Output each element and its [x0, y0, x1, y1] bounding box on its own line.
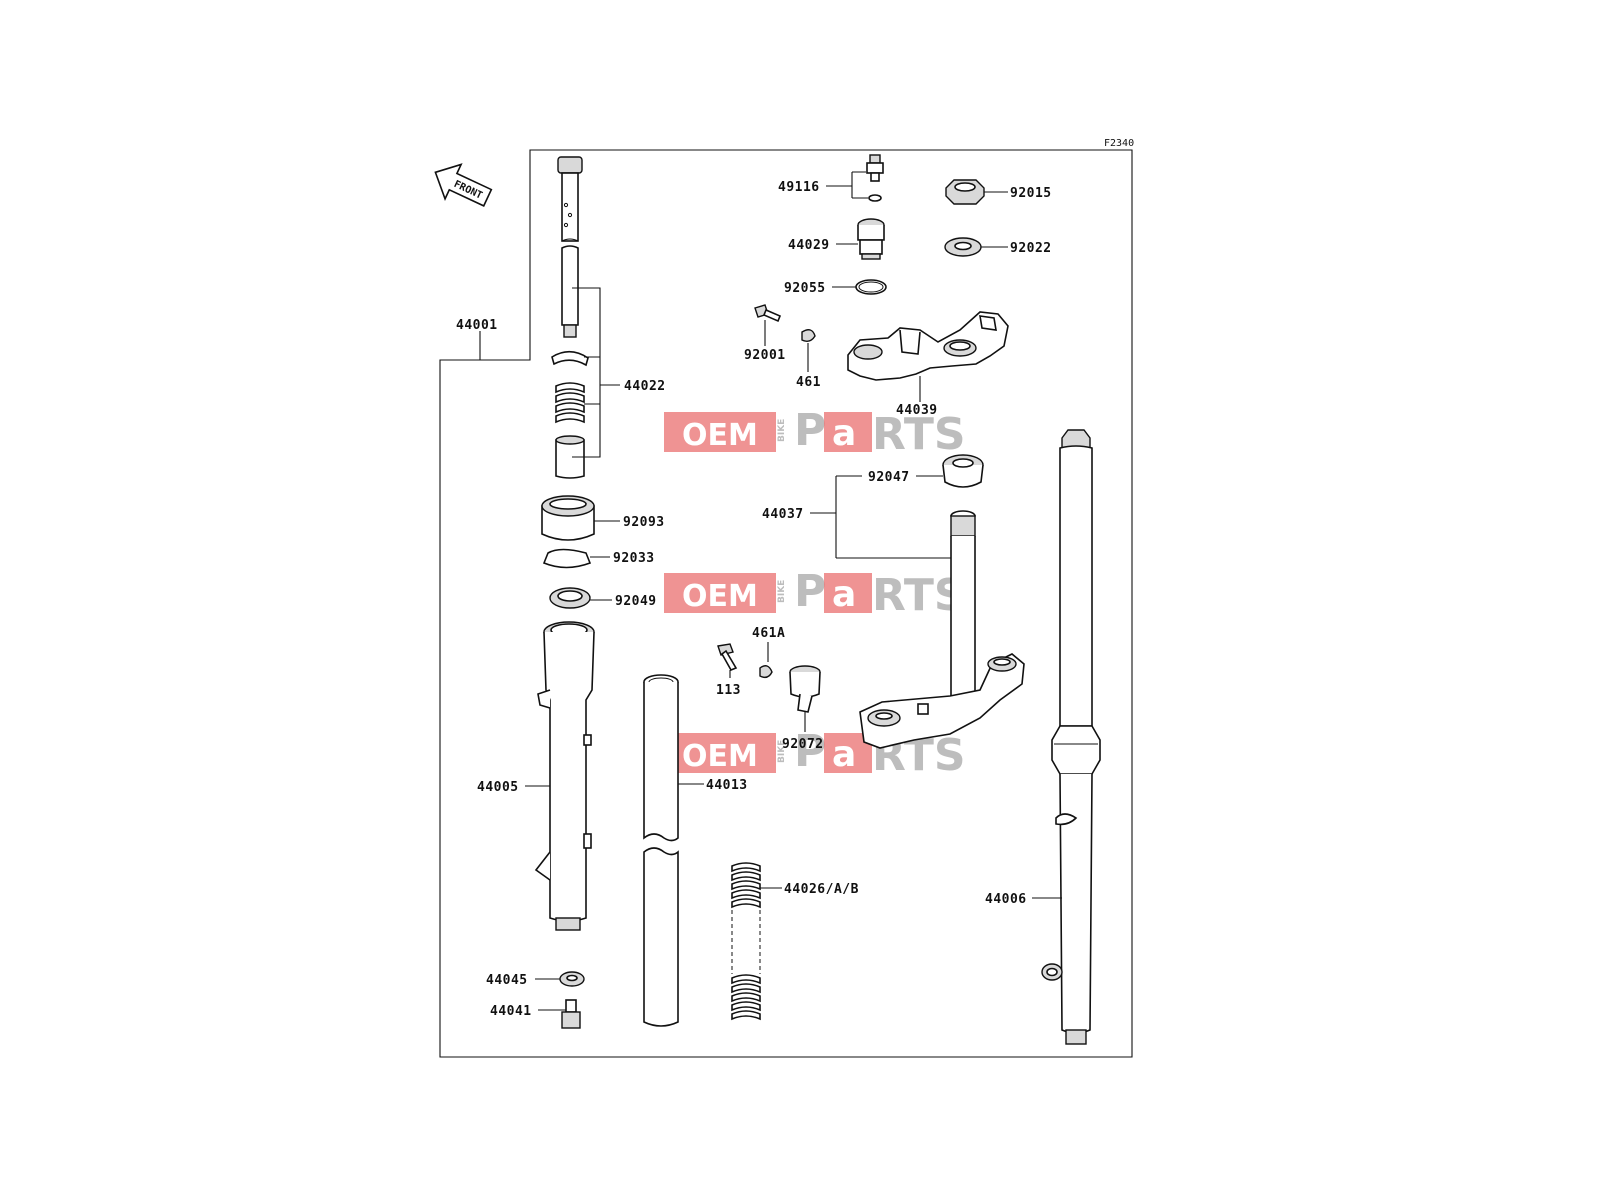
label-92072: 92072 [782, 737, 824, 752]
label-44037: 44037 [762, 507, 804, 522]
label-92001: 92001 [744, 348, 786, 363]
steering-seal-part[interactable] [942, 454, 984, 488]
svg-text:OEM: OEM [682, 579, 758, 614]
piston-ring-part[interactable] [551, 350, 589, 367]
washer-44045-part[interactable] [559, 971, 585, 987]
air-valve-part[interactable] [866, 154, 884, 202]
label-113: 113 [716, 683, 741, 698]
watermark-1: OEM P a RTS BIKE [664, 405, 966, 460]
leader-44037 [810, 475, 951, 559]
label-92047: 92047 [868, 470, 910, 485]
steering-stem-part[interactable] [859, 510, 1025, 749]
outer-tube-left-part[interactable] [534, 621, 595, 931]
label-92055: 92055 [784, 281, 826, 296]
oil-lock-piece-part[interactable] [555, 435, 585, 479]
label-44013: 44013 [706, 778, 748, 793]
svg-text:RTS: RTS [872, 570, 966, 621]
svg-text:BIKE: BIKE [777, 740, 787, 763]
label-461: 461 [796, 375, 821, 390]
nut-92015-part[interactable] [945, 179, 985, 205]
damper-rod-part[interactable] [557, 156, 583, 338]
label-44022: 44022 [624, 379, 666, 394]
lock-washer-461-part[interactable] [801, 329, 816, 343]
label-44045: 44045 [486, 973, 528, 988]
dust-seal-part[interactable] [541, 495, 595, 541]
svg-text:a: a [832, 413, 856, 454]
label-92033: 92033 [613, 551, 655, 566]
label-461a: 461A [752, 626, 785, 641]
svg-text:OEM: OEM [682, 739, 758, 774]
front-arrow-icon: FRONT [434, 163, 493, 207]
fork-spring-part[interactable] [731, 862, 761, 1021]
rebound-spring-part[interactable] [555, 382, 585, 424]
label-92049: 92049 [615, 594, 657, 609]
washer-92022-part[interactable] [944, 237, 982, 257]
upper-bracket-part[interactable] [847, 311, 1009, 381]
bolt-44041-part[interactable] [561, 999, 581, 1029]
bolt-92001-part[interactable] [754, 304, 782, 323]
watermark-2: OEM P a RTS BIKE [664, 566, 966, 621]
svg-text:RTS: RTS [872, 409, 966, 460]
watermark-3: OEM P a RTS BIKE [664, 726, 966, 781]
label-44001: 44001 [456, 318, 498, 333]
leader-44022 [572, 287, 620, 458]
retaining-ring-part[interactable] [542, 548, 592, 569]
label-49116: 49116 [778, 180, 820, 195]
label-44006: 44006 [985, 892, 1027, 907]
label-44029: 44029 [788, 238, 830, 253]
svg-text:P: P [794, 726, 826, 777]
label-44026: 44026/A/B [784, 882, 859, 897]
label-44041: 44041 [490, 1004, 532, 1019]
diagram-frame [439, 149, 1133, 1058]
label-92015: 92015 [1010, 186, 1052, 201]
label-92022: 92022 [1010, 241, 1052, 256]
ref-code: F2340 [1104, 138, 1134, 149]
top-plug-part[interactable] [857, 218, 885, 260]
svg-text:P: P [794, 405, 826, 456]
label-92093: 92093 [623, 515, 665, 530]
leader-49116 [826, 171, 868, 199]
o-ring-part[interactable] [855, 279, 887, 295]
svg-text:a: a [832, 734, 856, 775]
label-44005: 44005 [477, 780, 519, 795]
lock-washer-461a-part[interactable] [759, 665, 773, 679]
bolt-113-part[interactable] [717, 643, 738, 672]
oil-seal-part[interactable] [549, 587, 591, 609]
clamp-92072-part[interactable] [789, 665, 821, 713]
fork-right-part[interactable] [1041, 429, 1101, 1045]
svg-text:a: a [832, 574, 856, 615]
svg-text:BIKE: BIKE [777, 419, 787, 442]
inner-tube-part[interactable] [643, 674, 679, 1027]
svg-text:BIKE: BIKE [777, 580, 787, 603]
svg-text:P: P [794, 566, 826, 617]
svg-text:OEM: OEM [682, 418, 758, 453]
label-44039: 44039 [896, 403, 938, 418]
